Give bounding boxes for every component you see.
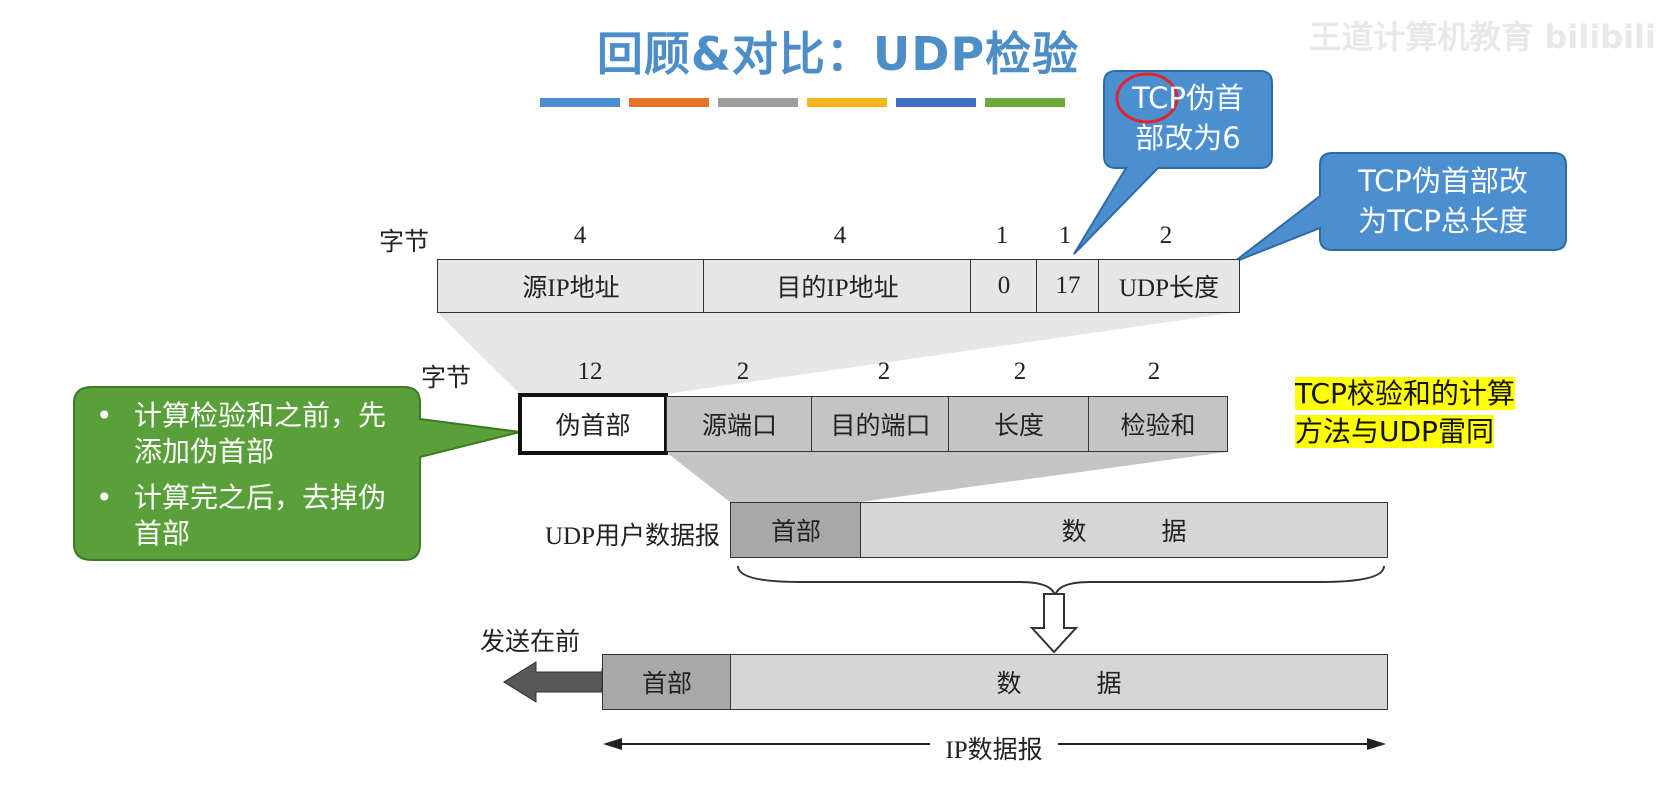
projection-header: [666, 452, 1226, 502]
ip-span-arrow-left: [603, 738, 622, 750]
highlight-line-2: 方法与UDP雷同: [1295, 415, 1494, 448]
ip-datagram-data: 数 据: [730, 654, 1388, 710]
color-bar-6: [985, 98, 1065, 107]
field-checksum: 检验和: [1088, 396, 1228, 452]
ip-datagram-label: IP数据报: [945, 737, 1043, 764]
field-pseudo-header: 伪首部: [518, 393, 668, 455]
callout-tcp-protocol-post: 伪首: [1185, 81, 1244, 115]
udp-datagram-data: 数 据: [860, 502, 1388, 558]
udp-datagram-label: UDP用户数据报: [544, 523, 720, 550]
watermark: 王道计算机教育 bilibili: [1309, 18, 1656, 56]
callout-tcp-protocol-pre: TCP: [1132, 81, 1186, 115]
color-bar-1: [540, 98, 620, 107]
field-protocol: 17: [1036, 259, 1100, 313]
send-first-label: 发送在前: [479, 629, 580, 656]
size-dst-port: 2: [877, 358, 891, 385]
size-checksum: 2: [1147, 358, 1161, 385]
callout-pseudo-item-1: 计算检验和之前，先添加伪首部: [92, 398, 412, 470]
size-pseudo: 12: [577, 358, 603, 385]
callout-tcp-protocol-shape: [1073, 70, 1273, 255]
color-bar-5: [896, 98, 976, 107]
size-src-ip: 4: [573, 222, 587, 249]
callout-tcp-length-shape: [1233, 152, 1567, 263]
down-arrow: [1029, 593, 1079, 654]
field-length: 长度: [948, 396, 1090, 452]
bytes-label-1: 字节: [378, 229, 429, 256]
callout-pseudo-list: 计算检验和之前，先添加伪首部 计算完之后，去掉伪首部: [92, 398, 412, 562]
highlight-line-1: TCP校验和的计算: [1295, 377, 1515, 410]
color-bar-2: [629, 98, 709, 107]
bytes-label-2: 字节: [420, 365, 471, 392]
callout-tcp-protocol: TCP伪首 部改为6: [1104, 78, 1272, 158]
size-src-port: 2: [736, 358, 750, 385]
send-arrow-body: [503, 661, 603, 703]
page-title: 回顾&对比：UDP检验: [596, 27, 1080, 81]
callout-tcp-length: TCP伪首部改 为TCP总长度: [1320, 161, 1566, 241]
size-zero: 1: [995, 222, 1009, 249]
field-dst-port: 目的端口: [811, 396, 950, 452]
highlight-note: TCP校验和的计算 方法与UDP雷同: [1295, 375, 1545, 451]
field-dst-ip: 目的IP地址: [703, 259, 972, 313]
callout-tcp-protocol-line1: TCP伪首: [1104, 78, 1272, 118]
projection-pseudo: [437, 312, 1238, 394]
field-src-ip: 源IP地址: [437, 259, 705, 313]
ip-datagram-header: 首部: [602, 654, 732, 710]
callout-pseudo-item-2: 计算完之后，去掉伪首部: [92, 480, 412, 552]
size-dst-ip: 4: [833, 222, 847, 249]
udp-datagram-header: 首部: [730, 502, 862, 558]
size-proto: 1: [1058, 222, 1072, 249]
color-bar-3: [718, 98, 798, 107]
field-zero: 0: [970, 259, 1038, 313]
callout-tcp-length-line2: 为TCP总长度: [1358, 204, 1528, 238]
callout-tcp-protocol-line2: 部改为6: [1135, 121, 1241, 155]
callout-tcp-length-line1: TCP伪首部改: [1358, 164, 1528, 198]
field-src-port: 源端口: [666, 396, 813, 452]
size-length: 2: [1013, 358, 1027, 385]
ip-span-arrow-right: [1367, 738, 1386, 750]
color-bar-4: [807, 98, 887, 107]
brace: [737, 565, 1385, 597]
size-udp-len: 2: [1159, 222, 1173, 249]
red-circle-annotation: [1115, 72, 1179, 124]
field-udp-length: UDP长度: [1098, 259, 1240, 313]
